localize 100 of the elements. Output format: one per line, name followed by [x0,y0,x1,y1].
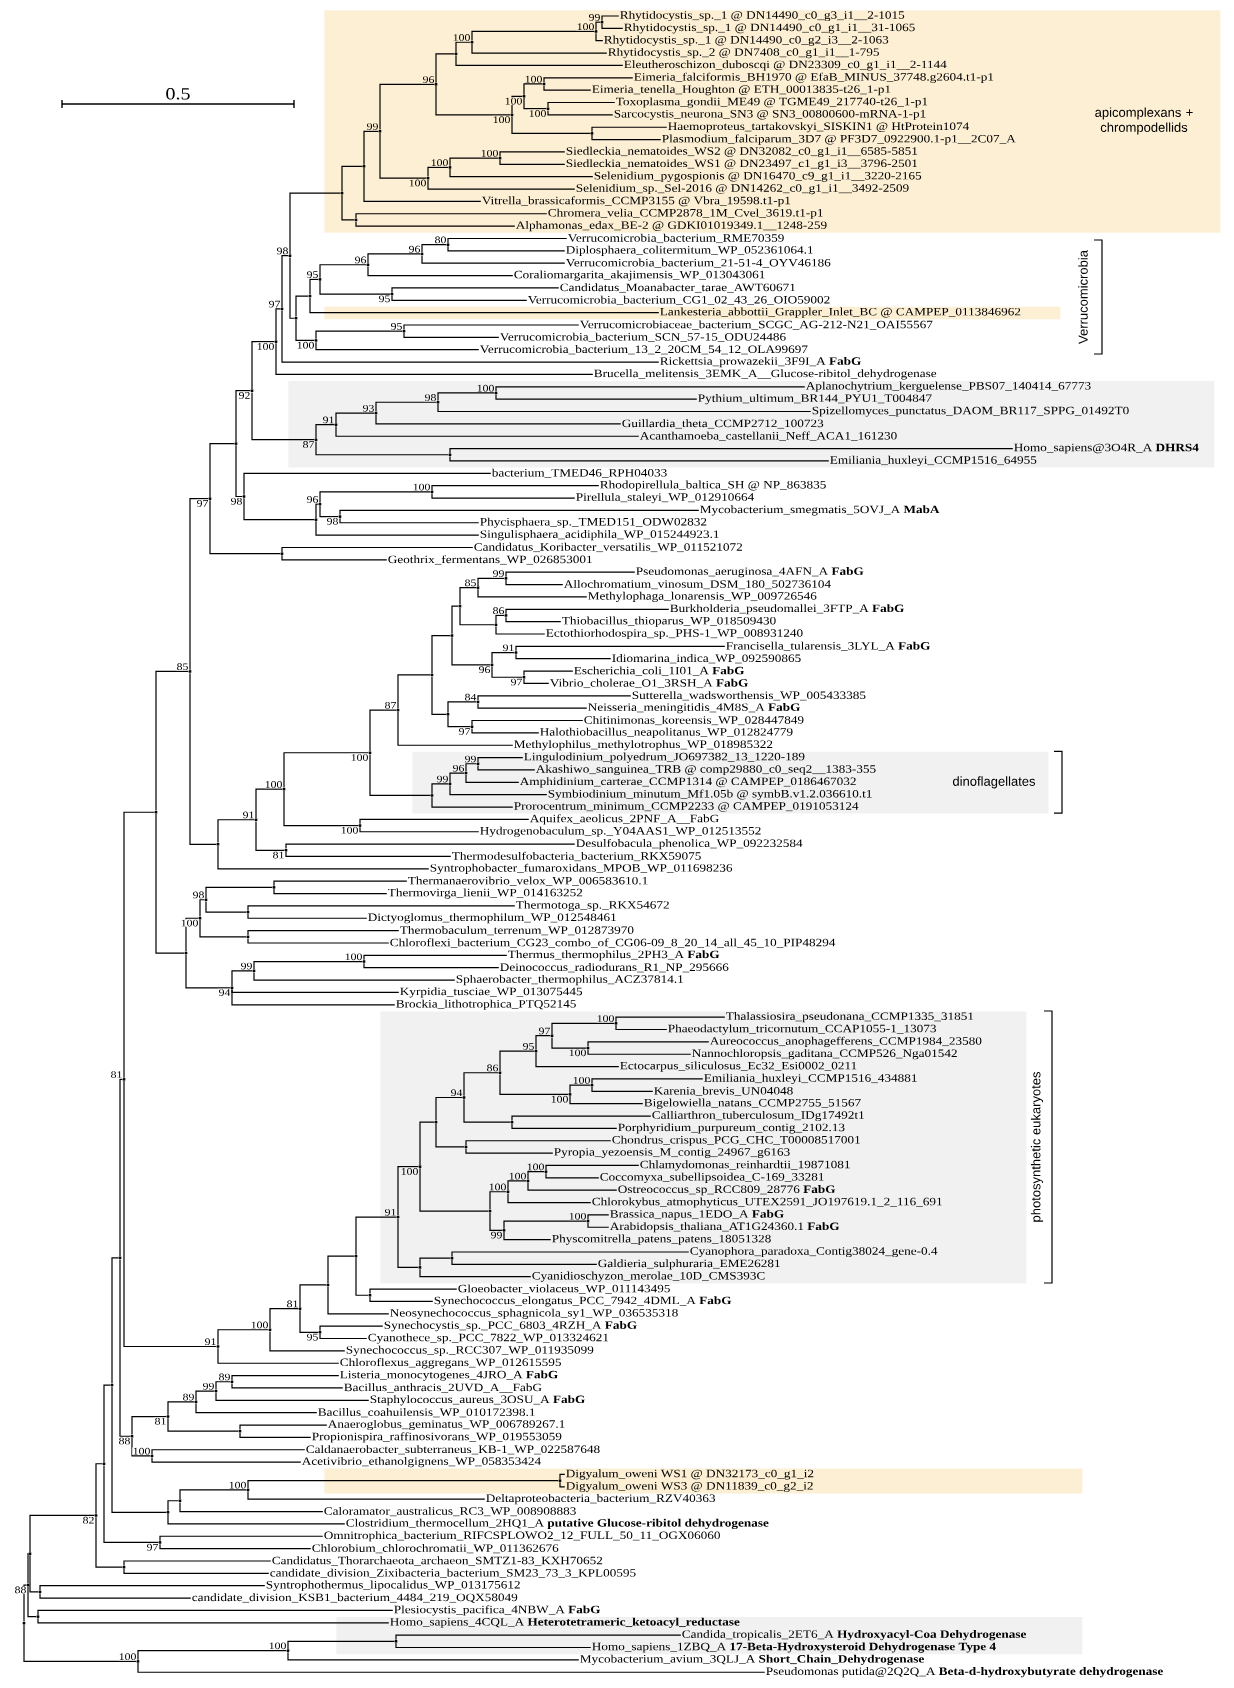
tree-branch [463,1072,499,1097]
tree-branch [247,930,400,936]
tree-branch [159,1543,312,1550]
tree-branch [491,666,523,678]
tree-branch [179,1501,324,1513]
tree-branch [421,244,447,253]
tree-branch [397,1218,419,1269]
tree-branch [431,492,576,499]
tree-branch [535,1035,551,1051]
tree-branch [391,287,560,293]
tree-branch [379,132,427,179]
tree-branch [137,1650,287,1661]
tree-branch [369,1288,458,1295]
tree-branch [319,280,391,295]
tree-branch [287,1640,395,1650]
tree-branch [363,167,482,202]
tree-branch [335,425,640,437]
tree-branch [591,134,662,141]
tree-branch [601,23,624,29]
tree-branch [511,116,591,134]
tree-branch [465,1148,554,1154]
tree-branch [39,1593,192,1599]
tree-branch [505,579,564,586]
highlight-band [324,1468,1083,1494]
tree-branch [459,607,495,626]
tree-branch [375,401,437,412]
tree-branch [285,851,452,858]
tree-branch [505,571,636,578]
tree-branch [505,616,562,623]
tree-branch [167,1500,179,1512]
tree-branch [551,1036,587,1049]
tree-branch [273,888,388,895]
highlight-band [324,306,1061,320]
tree-branch [275,308,281,341]
tree-branch [495,625,546,635]
tree-branch [491,651,515,664]
tree-branch [543,85,592,91]
tree-branch [247,913,368,919]
tree-branch [375,414,622,425]
tree-branch [299,1309,319,1333]
tree-branch [319,1333,368,1340]
tree-branch [295,295,309,318]
tree-branch [523,83,543,96]
tree-branch [209,443,235,498]
tree-branch [281,546,474,553]
scale-label: 0.5 [166,88,190,100]
tree-branch [477,703,588,709]
tree-branch [369,753,431,797]
tree-branch [559,1473,566,1480]
tree-branch [495,614,505,624]
tree-branch [235,444,243,498]
tree-branch [515,645,726,652]
tree-branch [23,1624,137,1662]
tree-branch [341,194,355,221]
tree-branch [283,790,359,827]
tree-branch [449,455,830,462]
tree-branch [523,97,547,110]
tree-branch [367,253,421,264]
tree-branch [471,30,595,42]
tree-branch [189,672,217,845]
tree-branch [431,783,449,795]
highlight-band [288,381,1215,468]
tree-branch [319,505,339,518]
tree-branch [587,1214,610,1220]
tree-branch [369,709,397,752]
tree-branch [95,1463,103,1515]
tree-branch [523,678,550,685]
tree-branch [507,1192,592,1204]
tree-branch [419,1257,451,1267]
tree-branch [239,1432,312,1438]
tree-branch [123,1560,272,1567]
tree-branch [591,1086,654,1092]
tree-branch [327,1286,390,1315]
tree-branch [471,43,608,54]
tree-branch [499,1050,535,1072]
tree-branch [273,880,408,887]
tree-branch [131,1415,167,1436]
tree-branch [463,1098,511,1123]
tree-branch [123,811,155,1079]
tree-branch [447,237,568,244]
tree-branch [275,342,594,376]
tree-branch [27,1586,37,1618]
tree-branch [215,1392,370,1401]
tree-branch [119,1078,123,1257]
tree-branch [471,719,584,726]
tree-branch [601,15,620,22]
tree-branch [587,1222,610,1228]
tree-branch [217,1347,340,1364]
tree-branch [615,1024,668,1031]
tree-branch [355,1257,369,1296]
tree-branch [503,1220,587,1230]
tree-branch [471,727,540,734]
tree-branch [437,392,495,402]
tree-branch [449,157,499,167]
tree-branch [451,1251,690,1258]
tree-branch [155,813,185,954]
tree-branch [137,1662,766,1673]
tree-branch [195,1402,318,1414]
tree-branch [247,1480,559,1489]
tree-branch [363,130,379,166]
